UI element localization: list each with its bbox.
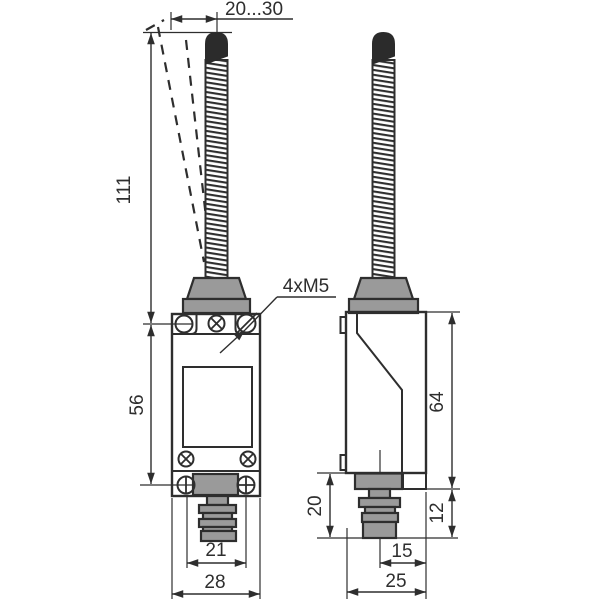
switch-body-side <box>344 310 428 475</box>
dim-label-mounting-height: 56 <box>127 394 148 415</box>
cap-lower-front <box>181 297 252 315</box>
head-plate-divider-left <box>190 314 198 335</box>
screw-cross-icon <box>207 314 226 333</box>
dim-label-spring-length: 111 <box>114 176 135 205</box>
screw-cross-glyph <box>210 317 223 330</box>
screw-slash-glyph <box>235 312 258 335</box>
body-step-side <box>402 472 427 490</box>
dim-label-body-width: 28 <box>204 572 225 593</box>
dim-label-body-depth: 25 <box>385 571 406 592</box>
spring-rod-front <box>204 59 229 279</box>
dim-label-side-height: 64 <box>427 391 448 413</box>
mounting-lug-top <box>339 316 347 334</box>
switch-body-front <box>170 312 262 498</box>
side-view <box>339 31 428 568</box>
screw-cross-icon <box>177 450 195 468</box>
spring-tip-side <box>372 31 395 65</box>
front-view <box>145 19 262 543</box>
deflected-tip-dashed-line <box>145 19 165 31</box>
dim-label-screw-note: 4xM5 <box>283 276 329 297</box>
deflected-spring-left-dashed-line <box>156 26 206 263</box>
dimensions: 20...30 111 56 4xM5 21 28 64 20 12 15 25 <box>114 0 460 599</box>
screw-slash-icon <box>236 313 257 334</box>
screw-note-leader-arrow <box>219 329 246 354</box>
screw-cross-glyph <box>180 453 192 465</box>
screw-cross-glyph <box>242 453 254 465</box>
dim-label-gland-protrusion: 12 <box>427 502 448 523</box>
dim-label-hole-spacing: 21 <box>205 540 226 561</box>
dim-label-tip-travel: 20...30 <box>225 0 283 20</box>
mounting-lug-bottom <box>339 454 347 471</box>
screw-cross-icon <box>239 450 257 468</box>
dim-label-gland-height: 20 <box>305 495 326 516</box>
cover-window <box>182 366 253 448</box>
dim-label-gland-offset: 15 <box>391 541 412 562</box>
cap-upper-front <box>185 276 248 301</box>
cable-gland-side <box>353 472 404 540</box>
gland-top-block-front <box>191 472 240 497</box>
spring-rod-side <box>371 59 396 279</box>
front-face-profile-line <box>356 312 403 489</box>
cap-upper-side <box>352 276 415 301</box>
cable-gland-front <box>197 494 238 543</box>
